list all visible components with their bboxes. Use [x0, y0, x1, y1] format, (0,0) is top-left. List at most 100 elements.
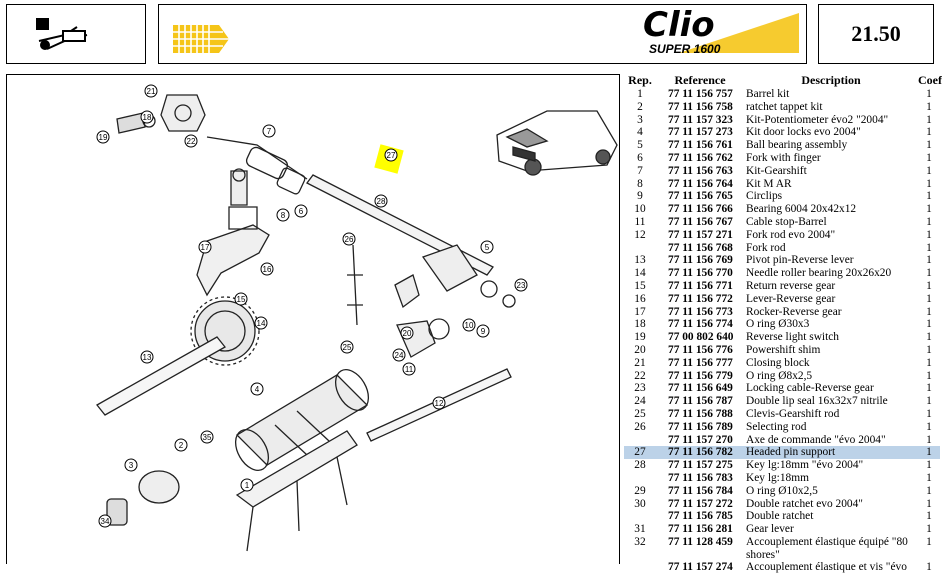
exploded-parts-diagram: 21 19 18 22 7 27 28 8 5 23 17 16 15 6 14…	[6, 74, 620, 564]
cell-coef: 1	[926, 497, 932, 510]
svg-text:7: 7	[267, 127, 272, 136]
cell-desc: Cable stop-Barrel	[746, 215, 827, 228]
col-rep-header: Rep.	[628, 72, 652, 87]
callout-20: 20	[400, 326, 414, 340]
cell-rep: 7	[637, 164, 643, 177]
cell-rep: 28	[634, 459, 646, 472]
cell-ref: 77 11 156 764	[668, 177, 733, 190]
cell-rep: 20	[634, 343, 646, 356]
cell-rep: 21	[634, 356, 646, 369]
callout-6: 6	[294, 204, 308, 218]
cell-rep: 19	[634, 331, 646, 344]
page-number: 21.50	[818, 4, 934, 64]
cell-rep: 29	[634, 484, 646, 497]
svg-text:9: 9	[481, 327, 486, 336]
callout-11: 11	[402, 362, 416, 376]
cell-ref: 77 11 156 782	[656, 446, 744, 460]
cell-coef: 1	[926, 254, 932, 267]
callout-21: 21	[144, 84, 158, 98]
col-description-header: Description	[801, 72, 861, 87]
callout-18: 18	[140, 110, 154, 124]
table-header-row: Rep. Reference Description Coef	[624, 72, 942, 88]
svg-text:24: 24	[395, 351, 404, 360]
cell-desc: Closing block	[746, 356, 810, 369]
cell-coef: 1	[926, 126, 932, 139]
gearbox-icon-box	[6, 4, 146, 64]
cell-ref: 77 11 156 772	[668, 292, 733, 305]
cell-desc: Clevis-Gearshift rod	[746, 407, 840, 420]
cell-rep: 8	[637, 177, 643, 190]
col-reference-header: Reference	[674, 72, 726, 87]
cell-desc: Fork rod	[746, 241, 786, 254]
cell-coef: 1	[926, 139, 932, 152]
barrel-drawing	[234, 369, 370, 471]
cell-ref: 77 11 156 757	[668, 88, 733, 100]
callout-24: 24	[392, 348, 406, 362]
cell-rep: 4	[637, 126, 643, 139]
callout-14: 14	[254, 316, 268, 330]
cell-coef: 1	[926, 395, 932, 408]
cell-desc: Barrel kit	[746, 88, 790, 100]
svg-text:34: 34	[101, 517, 110, 526]
callout-5: 5	[480, 240, 494, 254]
cell-rep	[624, 434, 656, 447]
cell-rep: 11	[634, 215, 646, 228]
svg-text:13: 13	[143, 353, 152, 362]
cell-rep: 3	[637, 113, 643, 126]
cell-ref: 77 11 156 785	[668, 510, 733, 523]
cell-ref: 77 11 156 776	[668, 343, 733, 356]
cell-rep: 6	[637, 151, 643, 164]
cell-rep: 24	[634, 395, 646, 408]
svg-text:16: 16	[263, 265, 272, 274]
brand-title: Clio	[643, 5, 715, 45]
cell-coef: 1	[926, 267, 932, 280]
cell-rep: 1	[637, 88, 643, 100]
cell-ref: 77 11 157 272	[668, 497, 733, 510]
cell-ref: 77 11 157 270	[668, 433, 733, 446]
cell-rep	[624, 510, 656, 523]
cell-coef: 1	[918, 446, 940, 460]
cell-ref: 77 11 156 649	[668, 382, 733, 395]
cell-desc: O ring Ø30x3	[746, 318, 810, 331]
cell-rep: 23	[634, 382, 646, 395]
cell-coef: 1	[926, 215, 932, 228]
cell-ref: 77 11 128 459	[668, 535, 733, 548]
